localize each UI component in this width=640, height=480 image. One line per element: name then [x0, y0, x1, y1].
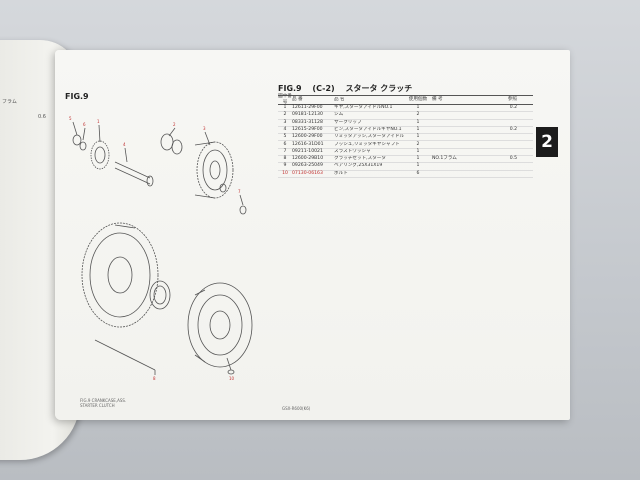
callout-number: 4: [123, 142, 126, 147]
callout-number: 8: [153, 376, 156, 381]
table-row: 1 12611-29F00 ギヤ,スタータアイドルNO.1 1 0.2: [278, 105, 533, 113]
table-cell-part: 07130-06163: [292, 170, 323, 176]
table-row: 9 09263-25049 ベアリング,25X31X19 1: [278, 163, 533, 171]
table-cell-ref: 0.2: [509, 105, 517, 111]
callout-number: 6: [83, 122, 86, 127]
column-header: 使用個数: [408, 96, 428, 102]
left-page-fragment: 0.6: [38, 114, 46, 120]
table-cell-name: クラッチセット,スタータ: [334, 156, 386, 162]
table-cell-qty: 1: [416, 156, 420, 162]
figure-title-number: FIG.9: [278, 84, 302, 93]
figure-title-name: スタータ クラッチ: [345, 84, 413, 93]
table-cell-name: ブッシュ,リミッタギヤシャフト: [334, 141, 400, 147]
table-cell-part: 09211-10021: [292, 148, 323, 154]
table-cell-name: ボルト: [334, 170, 348, 176]
table-cell-qty: 6: [416, 170, 420, 176]
table-cell-part: 09181-12130: [292, 112, 323, 118]
table-cell-no: 5: [283, 134, 287, 140]
table-cell-part: 12600-29B10: [292, 156, 324, 162]
figure-title-code: (C-2): [312, 84, 335, 93]
table-cell-no: 7: [283, 148, 287, 154]
table-cell-name: サークリップ: [334, 119, 362, 125]
table-cell-qty: 1: [416, 105, 420, 111]
column-header: 品 名: [334, 96, 345, 102]
footer-line: STARTER CLUTCH: [80, 403, 115, 408]
table-cell-name: スラストワッシャ: [334, 148, 371, 154]
table-cell-part: 12611-29F00: [292, 105, 323, 111]
section-tab-marker: 2: [536, 127, 558, 157]
table-cell-name: ピン,スタータアイドルギヤNO.1: [334, 126, 402, 132]
table-cell-qty: 2: [416, 112, 420, 118]
table-cell-qty: 1: [416, 119, 420, 125]
table-cell-name: ベアリング,25X31X19: [334, 163, 383, 169]
table-body: 1 12611-29F00 ギヤ,スタータアイドルNO.1 1 0.2 2 09181-12…: [278, 105, 533, 178]
exploded-parts-diagram: 5 6 1 4 2 3 7 8 10: [69, 116, 253, 381]
parts-table: 図中番号 品 番 品 名 使用個数 備 考 参照 1 12611-29F00 ギヤ,…: [278, 93, 533, 178]
table-header: 図中番号 品 番 品 名 使用個数 備 考 参照: [278, 93, 533, 105]
callout-number: 1: [97, 119, 100, 124]
footer-left: FIG.9 CRANKCASE,ASS. STARTER CLUTCH: [80, 398, 126, 408]
table-cell-part: 08331-31128: [292, 119, 323, 125]
table-row: 5 12600-29F00 リミッタアッシ,スタータアイドルギヤ 1: [278, 134, 533, 142]
table-cell-ref: 0.2: [509, 126, 517, 132]
callout-number: 10: [229, 376, 235, 381]
table-row: 8 12600-29B10 クラッチセット,スタータ 1 NO.1フラム 0.5: [278, 156, 533, 164]
table-row: 2 09181-12130 シム 2: [278, 112, 533, 120]
table-cell-no: 1: [283, 105, 287, 111]
column-header: 備 考: [432, 96, 443, 102]
callout-number: 7: [238, 189, 241, 194]
callout-number: 2: [173, 122, 176, 127]
table-cell-no: 2: [283, 112, 287, 118]
table-row: 10 07130-06163 ボルト 6: [278, 171, 533, 178]
column-header: 図中番号: [278, 93, 292, 105]
table-cell-note: NO.1フラム: [432, 156, 457, 162]
footer-center: GSX-R600(K6): [282, 406, 311, 411]
table-cell-no: 4: [283, 126, 287, 132]
left-page-fragment: フラム: [2, 99, 17, 105]
table-cell-qty: 2: [416, 141, 420, 147]
callout-number: 5: [69, 116, 72, 121]
footer-line: FIG.9 CRANKCASE,ASS.: [80, 398, 127, 403]
column-header: 品 番: [292, 96, 303, 102]
table-row: 3 08331-31128 サークリップ 1: [278, 120, 533, 127]
table-cell-no: 9: [283, 163, 287, 169]
table-cell-no: 3: [283, 119, 287, 125]
table-cell-name: ギヤ,スタータアイドルNO.1: [334, 105, 393, 111]
column-header: 参照: [507, 96, 517, 102]
table-cell-ref: 0.5: [509, 156, 517, 162]
table-cell-qty: 1: [416, 134, 420, 140]
table-row: 7 09211-10021 スラストワッシャ 1: [278, 148, 533, 157]
table-cell-qty: 1: [416, 148, 420, 154]
figure-label: FIG.9: [65, 92, 89, 101]
table-cell-name: リミッタアッシ,スタータアイドルギヤ: [334, 134, 404, 140]
table-row: 4 12615-29F00 ピン,スタータアイドルギヤNO.1 1 0.2: [278, 126, 533, 135]
table-cell-no: 10: [282, 170, 288, 176]
callout-number: 3: [203, 126, 206, 131]
table-cell-no: 8: [283, 156, 287, 162]
table-cell-part: 12600-29F00: [292, 134, 323, 140]
table-cell-part: 09263-25049: [292, 163, 323, 169]
table-cell-no: 6: [283, 141, 287, 147]
table-cell-name: シム: [334, 112, 344, 118]
table-cell-part: 12615-29F00: [292, 126, 323, 132]
table-cell-part: 12616-31D01: [292, 141, 324, 147]
table-row: 6 12616-31D01 ブッシュ,リミッタギヤシャフト 2: [278, 141, 533, 149]
figure-title: FIG.9 (C-2) スタータ クラッチ: [278, 83, 420, 94]
table-cell-qty: 1: [416, 163, 420, 169]
table-cell-qty: 1: [416, 126, 420, 132]
